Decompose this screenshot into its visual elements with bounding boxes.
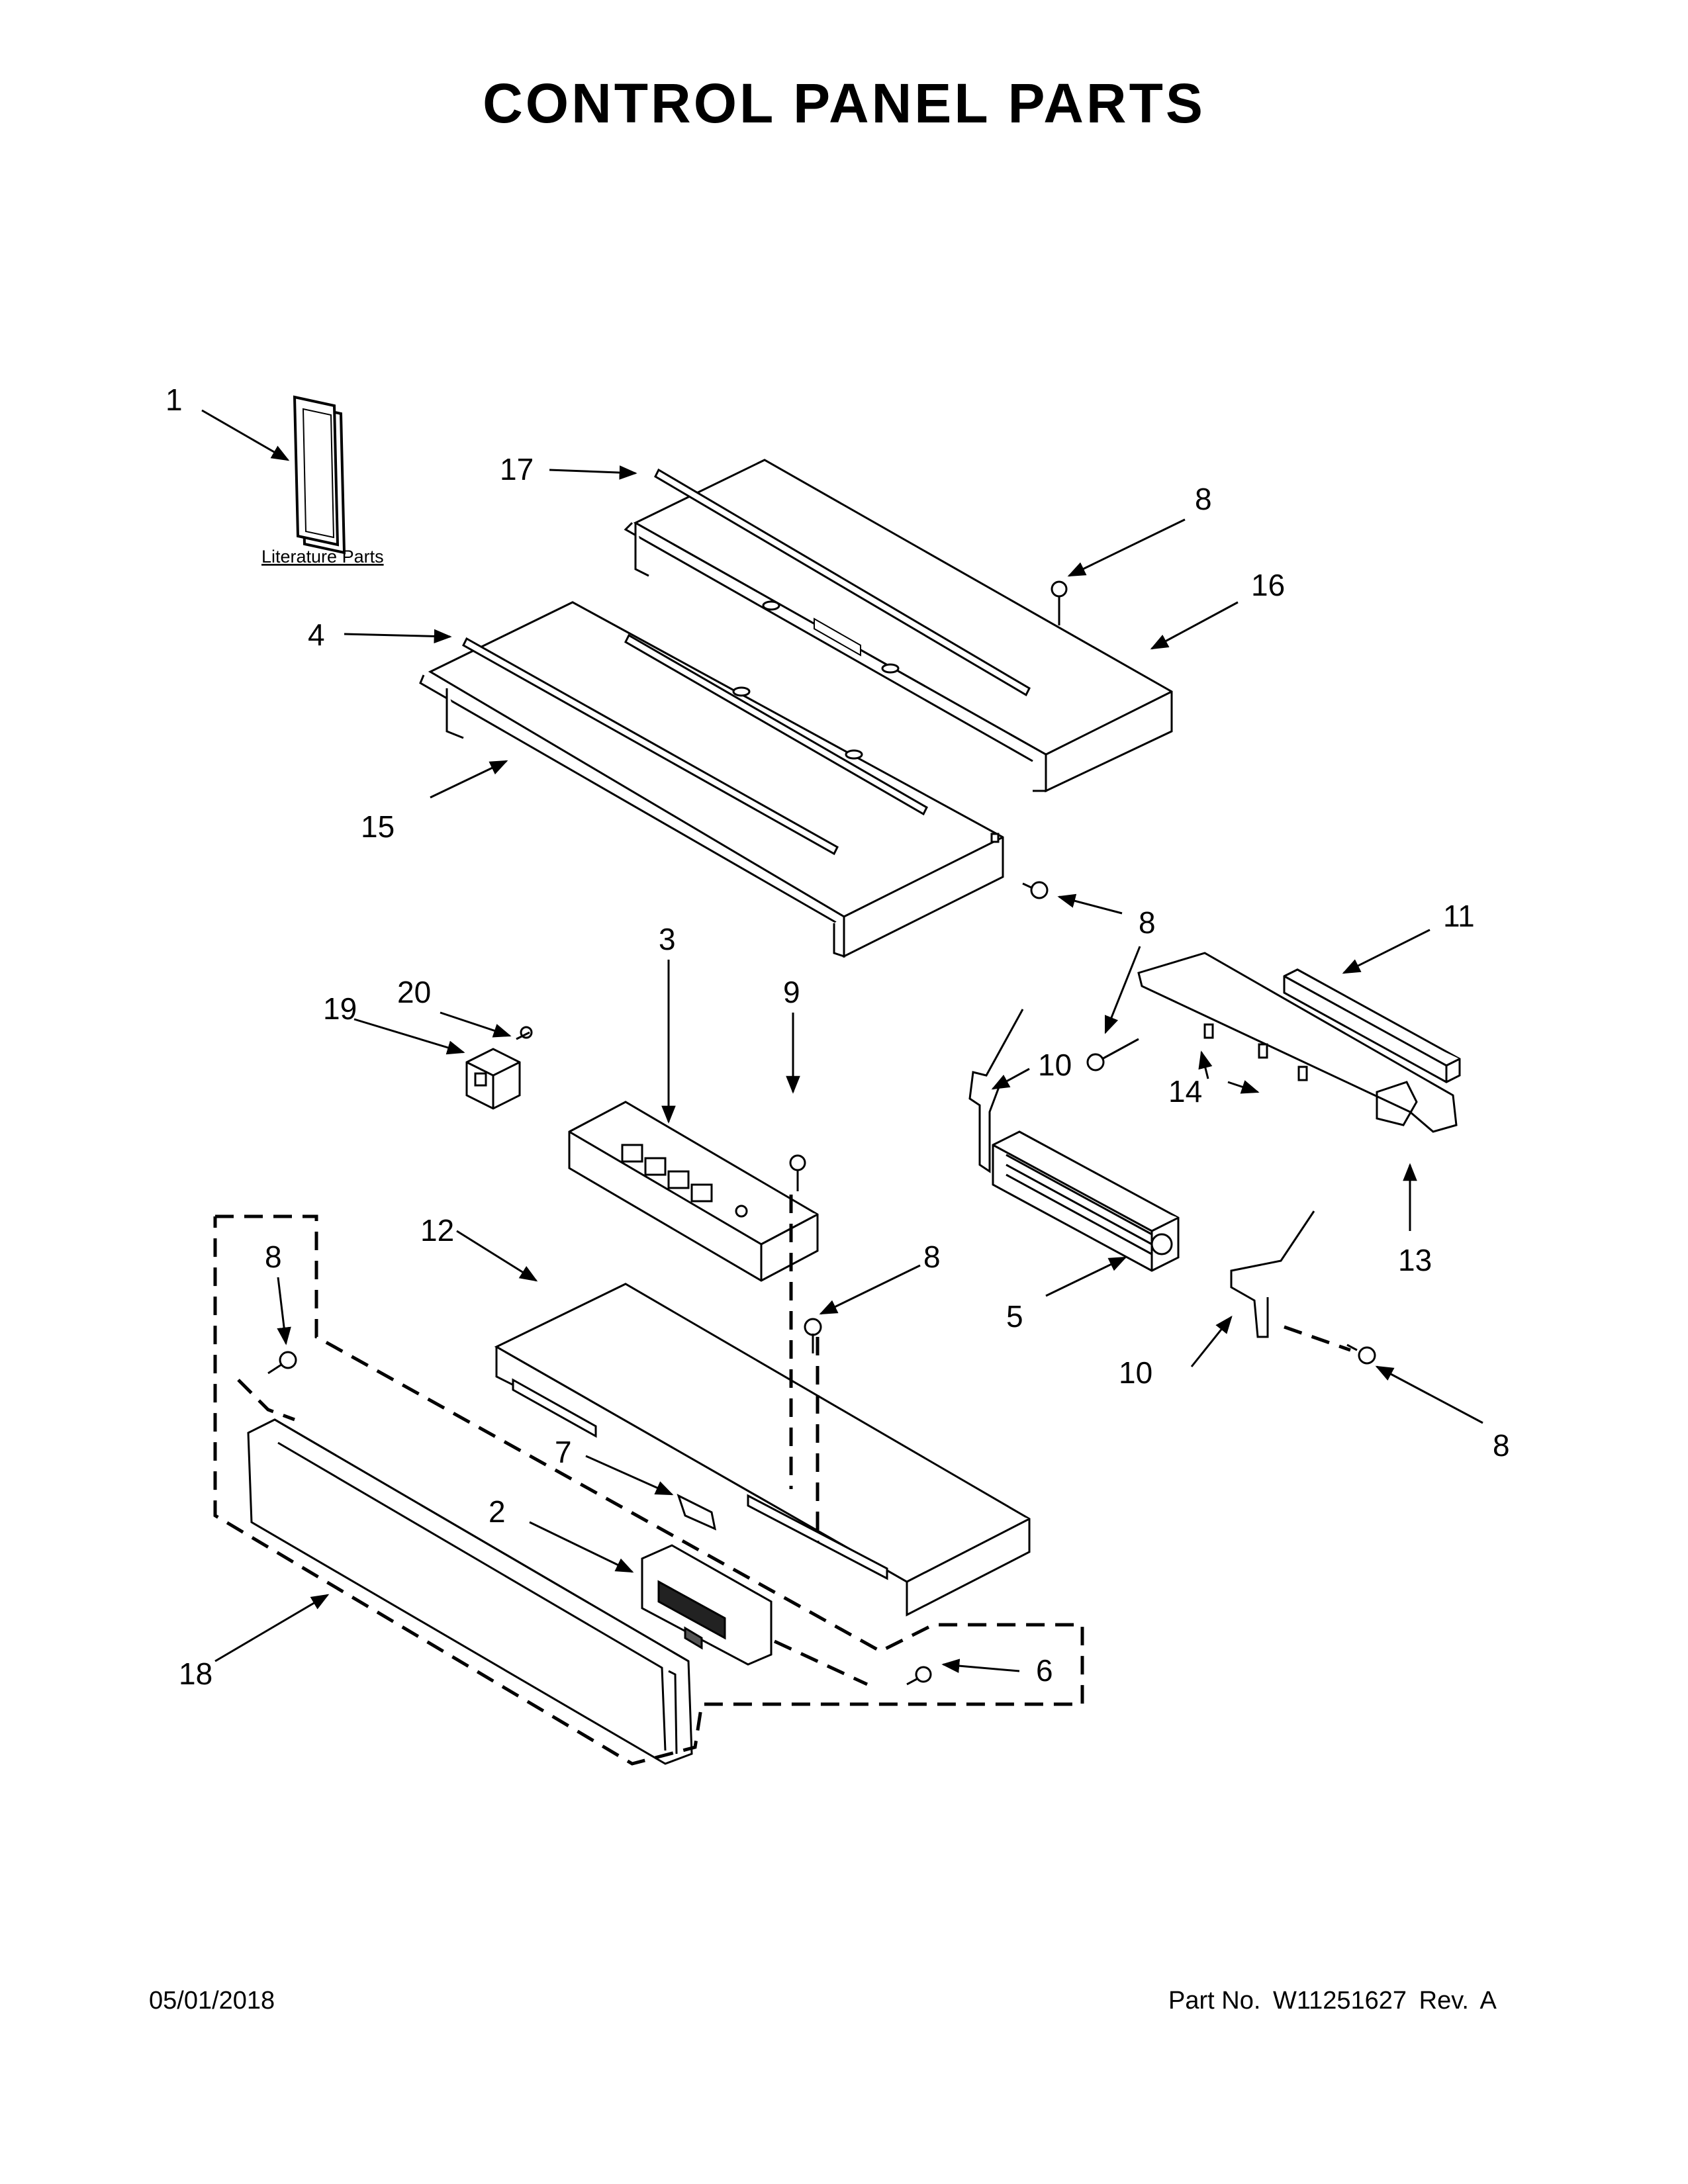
literature-booklet-icon	[293, 395, 346, 555]
callout-8: 8	[923, 1240, 941, 1274]
page-title: CONTROL PANEL PARTS	[483, 72, 1205, 134]
callout-14: 14	[1168, 1074, 1202, 1109]
clip-icon	[677, 1494, 717, 1531]
callout-3: 3	[659, 922, 676, 956]
callout-10: 10	[1038, 1048, 1072, 1082]
trim-strip	[1283, 968, 1461, 1083]
callout-numbers: 1 17 8 16 4 15 8 3 9 19 20 11 10 14 13 1…	[165, 383, 1510, 1691]
callout-4: 4	[308, 617, 325, 652]
callout-arrows	[201, 409, 1483, 1673]
mounting-plate	[494, 1283, 1031, 1617]
callout-17: 17	[500, 452, 534, 486]
callout-9: 9	[783, 975, 800, 1009]
rev-label: Rev.	[1419, 1987, 1469, 2015]
literature-parts-label: Literature Parts	[261, 547, 384, 567]
callout-11: 11	[1443, 899, 1475, 933]
callout-8: 8	[1139, 905, 1156, 940]
display-board	[641, 1544, 773, 1666]
footer-date: 05/01/2018	[149, 1987, 275, 2015]
part-no-value: W11251627	[1272, 1987, 1407, 2015]
lower-panel-cover	[419, 601, 1004, 958]
callout-16: 16	[1251, 568, 1285, 602]
callout-8: 8	[1493, 1428, 1510, 1463]
callout-1: 1	[165, 383, 183, 417]
front-trim-panel	[247, 1418, 693, 1765]
callout-2: 2	[489, 1494, 506, 1529]
control-board	[568, 1101, 819, 1282]
cooling-fan	[992, 1130, 1180, 1272]
callout-20: 20	[397, 975, 431, 1009]
screw-icon	[267, 580, 1376, 1686]
bracket	[968, 1009, 1315, 1338]
callout-10: 10	[1119, 1355, 1152, 1390]
footer-part-number: Part No. W11251627 Rev. A	[1168, 1987, 1502, 2015]
callout-5: 5	[1006, 1299, 1023, 1334]
callout-7: 7	[555, 1435, 572, 1469]
relay-icon	[465, 1048, 521, 1110]
callout-15: 15	[361, 809, 395, 844]
rev-value: A	[1479, 1987, 1497, 2015]
wire-harness-lines	[213, 1195, 1351, 1766]
callout-8: 8	[265, 1240, 282, 1274]
upper-panel-cover	[624, 459, 1173, 793]
callout-19: 19	[323, 991, 357, 1026]
callout-8: 8	[1195, 482, 1212, 516]
pin-icon	[1203, 1023, 1308, 1081]
callout-12: 12	[420, 1213, 454, 1248]
callout-18: 18	[179, 1657, 212, 1691]
callout-13: 13	[1398, 1243, 1432, 1277]
part-no-label: Part No.	[1168, 1987, 1261, 2015]
side-bracket	[1137, 952, 1458, 1133]
callout-6: 6	[1036, 1653, 1053, 1688]
